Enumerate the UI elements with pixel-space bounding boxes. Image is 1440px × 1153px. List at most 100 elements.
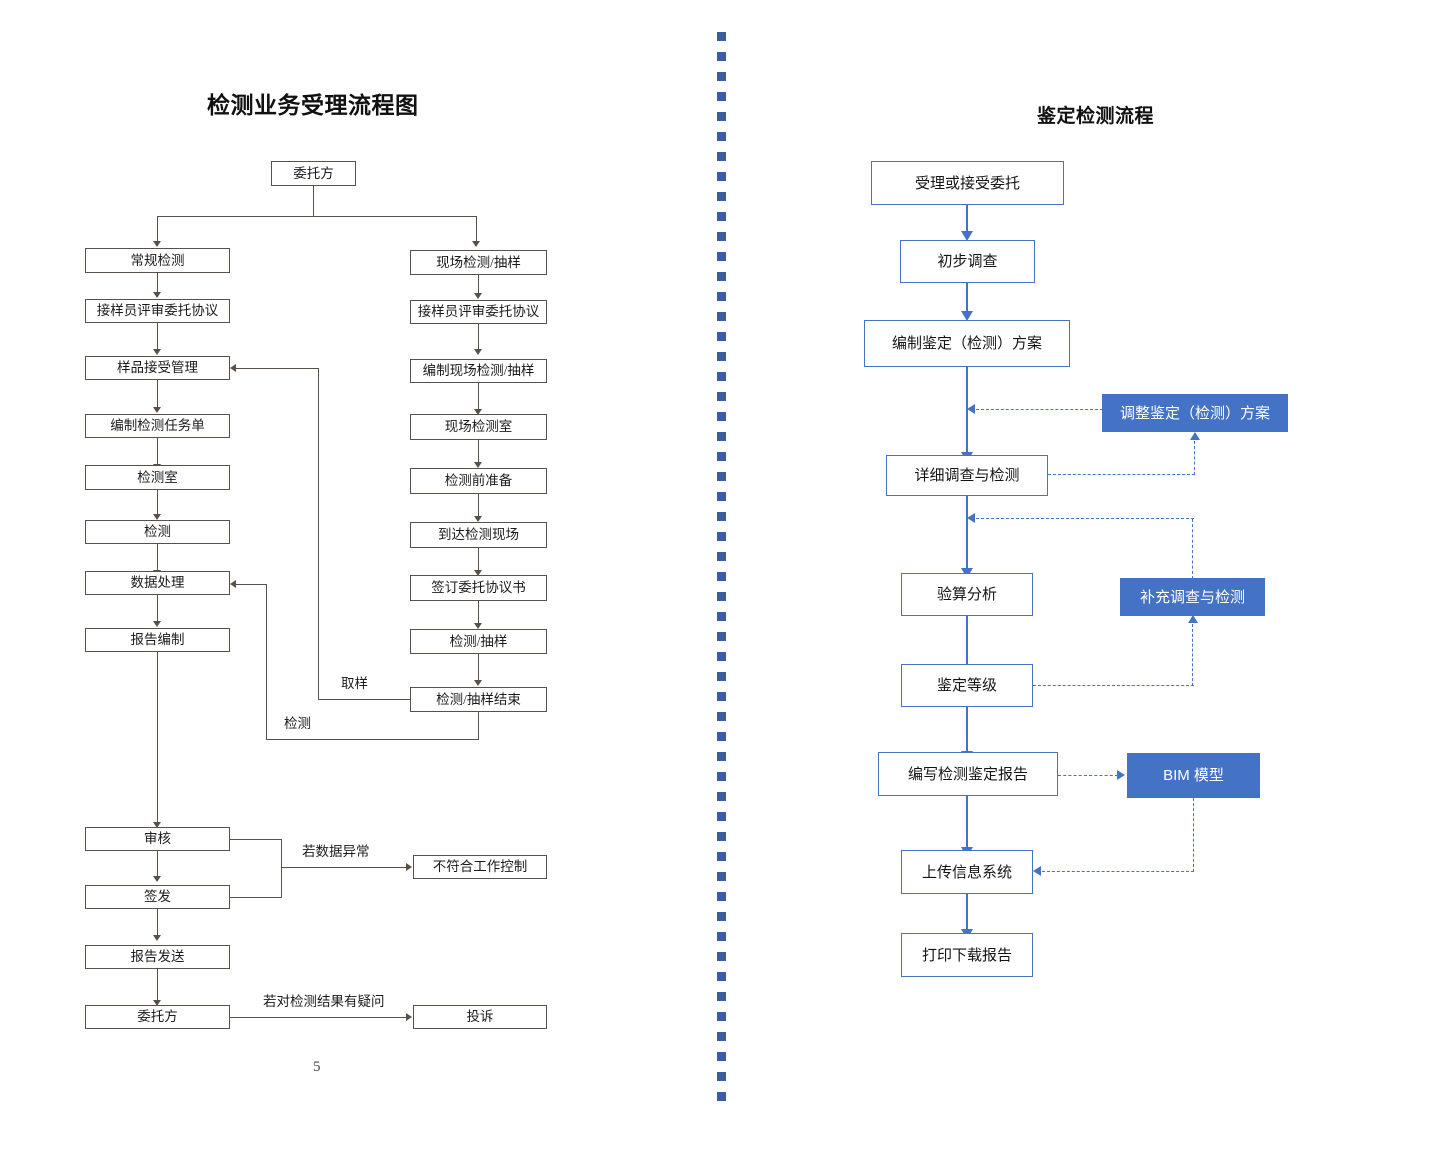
dashed-detailed-to-adjust-v [1194,441,1195,475]
connector-issue-to-send [157,909,159,935]
connector-lab-to-testing [157,490,159,514]
node-sample-receipt[interactable]: 样品接受管理 [85,356,230,380]
node-bim-model[interactable]: BIM 模型 [1127,753,1260,798]
connector-detailed-to-calc [966,496,968,570]
node-accept[interactable]: 受理或接受委托 [871,161,1064,205]
node-detailed-survey[interactable]: 详细调查与检测 [886,455,1048,496]
connector-testing-loop-v [266,584,268,740]
node-onsite-lab[interactable]: 现场检测室 [410,414,547,440]
node-nonconformity[interactable]: 不符合工作控制 [413,855,547,879]
node-reviewer-agreement-a[interactable]: 接样员评审委托协议 [85,299,230,323]
arrow-review-to-issue [153,876,161,882]
connector-onsite-to-review-b [478,275,480,293]
arrow-data-to-report [153,621,161,627]
connector-test-sampling-to-end [478,654,480,680]
arrow-to-onsite-test [472,241,480,247]
node-test-sampling[interactable]: 检测/抽样 [410,629,547,654]
connector-sample-to-task [157,380,159,407]
node-testing[interactable]: 检测 [85,520,230,544]
connector-testing-loop-stub [478,712,480,740]
connector-report-to-review [157,652,159,822]
connector-onsite-lab-to-pretest [478,440,480,462]
node-review[interactable]: 审核 [85,827,230,851]
arrow-routine-to-review-a [153,292,161,298]
node-routine-test[interactable]: 常规检测 [85,248,230,273]
connector-sampling-loop-top [236,368,319,370]
node-plan[interactable]: 编制鉴定（检测）方案 [864,320,1070,367]
connector-testing-loop-bottom [266,739,479,741]
arrow-pretest-to-arrive [474,516,482,522]
connector-review-to-issue [157,851,159,876]
node-complaint[interactable]: 投诉 [413,1005,547,1029]
node-report-send[interactable]: 报告发送 [85,945,230,969]
node-print-download[interactable]: 打印下载报告 [901,933,1033,977]
arrow-sample-to-task [153,407,161,413]
arrow-arrive-to-sign [474,570,482,576]
connector-write-to-upload [966,796,968,849]
node-preliminary-survey[interactable]: 初步调查 [900,240,1035,283]
node-supplementary-survey[interactable]: 补充调查与检测 [1120,578,1265,616]
node-reviewer-agreement-b[interactable]: 接样员评审委托协议 [410,300,547,324]
node-test-sampling-end[interactable]: 检测/抽样结束 [410,687,547,712]
node-adjust-plan[interactable]: 调整鉴定（检测）方案 [1102,394,1288,432]
arrow-onsite-to-review-b [474,293,482,299]
right-chart-title: 鉴定检测流程 [1037,106,1155,127]
connector-split-left [157,216,159,241]
connector-sign-to-test-sampling [478,601,480,623]
arrow-to-complaint [406,1013,412,1021]
arrow-onsite-lab-to-pretest [474,462,482,468]
dashed-bim-to-upload-h [1042,871,1194,872]
connector-send-to-client [157,969,159,1000]
dashed-grade-to-supplementary-v [1192,624,1193,686]
arrow-issue-to-send [153,935,161,941]
node-data-processing[interactable]: 数据处理 [85,571,230,595]
connector-task-to-lab [157,438,159,464]
node-pre-test-prep[interactable]: 检测前准备 [410,468,547,494]
connector-arrive-to-sign [478,548,480,570]
connector-pretest-to-arrive [478,494,480,516]
node-arrive-site[interactable]: 到达检测现场 [410,522,547,548]
node-calc-analysis[interactable]: 验算分析 [901,573,1033,616]
connector-testing-to-data [157,544,159,570]
arrow-prepare-to-onsite-lab [474,409,482,415]
node-prepare-onsite[interactable]: 编制现场检测/抽样 [410,359,547,383]
arrow-accept-to-preliminary [961,231,973,241]
dashed-supplementary-to-spine-v [1192,519,1193,579]
node-sign-agreement[interactable]: 签订委托协议书 [410,575,547,601]
arrow-to-nonconformity [406,863,412,871]
arrow-supplementary-into-spine [967,513,975,523]
connector-data-to-report [157,595,159,621]
connector-review-a-to-sample [157,323,159,349]
node-issue[interactable]: 签发 [85,885,230,909]
left-chart-title: 检测业务受理流程图 [207,93,419,118]
connector-bracket-vertical [281,839,283,898]
connector-upload-to-print [966,894,968,931]
edge-label-testing-loop: 检测 [284,716,311,731]
dashed-detailed-to-adjust-h [1048,474,1195,475]
connector-accept-to-preliminary [966,205,968,233]
connector-bracket-to-nonconformity [281,867,406,869]
connector-review-branch [230,839,282,841]
arrow-review-b-to-prepare [474,349,482,355]
connector-grade-to-write [966,707,968,753]
node-lab[interactable]: 检测室 [85,465,230,490]
connector-split-right [476,216,478,241]
node-report-prep[interactable]: 报告编制 [85,628,230,652]
node-client-bottom[interactable]: 委托方 [85,1005,230,1029]
node-grade[interactable]: 鉴定等级 [901,664,1033,707]
dashed-adjust-to-spine-h [976,409,1103,410]
connector-sampling-loop-v [318,368,320,699]
node-upload[interactable]: 上传信息系统 [901,850,1033,894]
arrow-test-sampling-to-end [474,680,482,686]
arrow-to-routine-test [153,241,161,247]
node-client-top[interactable]: 委托方 [271,161,356,186]
arrow-into-bim-model [1117,770,1125,780]
node-onsite-test[interactable]: 现场检测/抽样 [410,250,547,275]
node-task-sheet[interactable]: 编制检测任务单 [85,414,230,438]
connector-testing-loop-top [236,584,267,586]
connector-issue-branch [230,897,282,899]
connector-calc-to-grade [966,616,968,668]
node-write-report[interactable]: 编写检测鉴定报告 [878,752,1058,796]
vertical-dotted-divider [717,32,726,1104]
